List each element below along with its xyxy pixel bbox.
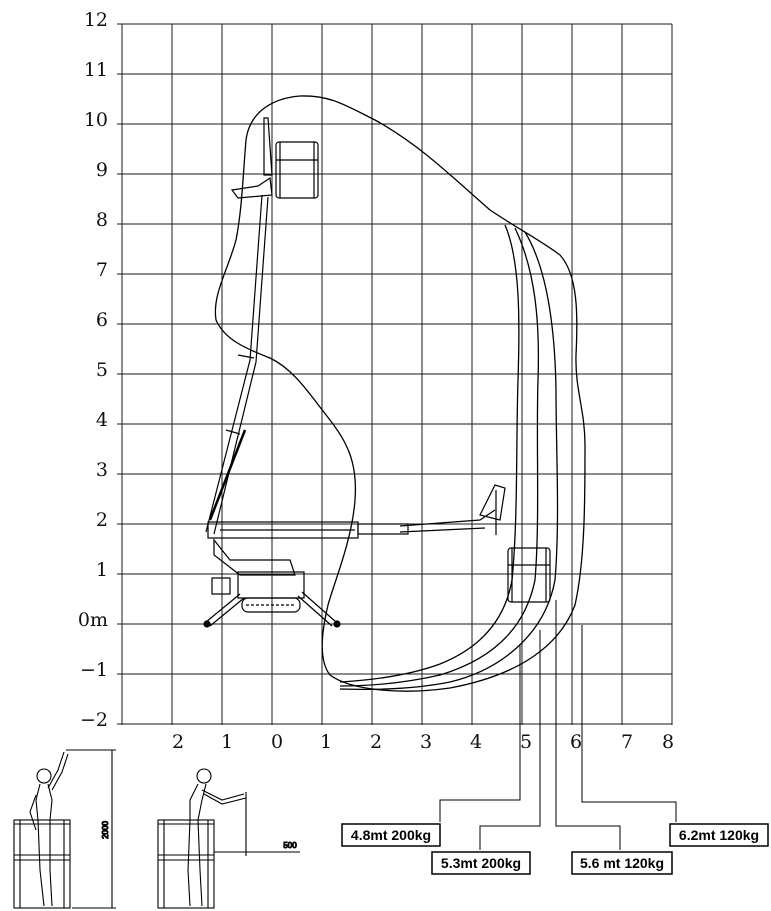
leader-5-6: [555, 600, 621, 850]
y-axis-labels: 12 11 10 9 8 7 6 5 4 3 2 1 0m −1 −2: [78, 9, 108, 731]
x-tick-8: 8: [662, 731, 674, 753]
y-tick-minus-1: −1: [80, 659, 108, 681]
x-tick-2: 2: [370, 731, 382, 753]
callout-5-3-text: 5.3mt 200kg: [441, 855, 521, 871]
callout-4-8-text: 4.8mt 200kg: [351, 827, 431, 843]
leader-6-2: [581, 625, 677, 822]
callout-4-8: 4.8mt 200kg: [341, 823, 441, 847]
y-tick-11: 11: [84, 59, 108, 81]
callout-5-3: 5.3mt 200kg: [431, 851, 531, 875]
y-tick-2: 2: [96, 509, 108, 531]
machine-track: [241, 597, 301, 613]
callout-leaders: [439, 600, 677, 850]
outrigger-right: [297, 591, 337, 627]
x-tick-6: 6: [570, 731, 582, 753]
y-tick-12: 12: [84, 9, 108, 31]
basket-horizontal: [507, 547, 551, 603]
basket-elevated: [275, 141, 319, 199]
envelope-line-5-6: [339, 231, 559, 691]
platform-basket-2: [157, 819, 215, 909]
horizontal-jib: [399, 509, 496, 533]
horizontal-boom-extension: [357, 523, 409, 535]
envelope-outer: [214, 95, 586, 692]
x-tick-5: 5: [520, 731, 532, 753]
vertical-boom: [205, 194, 269, 535]
y-tick-9: 9: [96, 159, 108, 181]
y-tick-3: 3: [96, 459, 108, 481]
x-tick-0: 0: [271, 731, 283, 753]
y-tick-10: 10: [84, 109, 108, 131]
x-axis-labels: 2 1 0 1 2 3 4 5 6 7 8: [172, 731, 674, 753]
x-tick-3: 3: [420, 731, 432, 753]
control-box: [211, 577, 231, 595]
x-tick-left-1: 1: [221, 731, 233, 753]
y-tick-5: 5: [96, 359, 108, 381]
platform-basket-1: [13, 819, 71, 909]
envelope-line-4-8: [339, 224, 520, 683]
x-tick-1: 1: [320, 731, 332, 753]
callout-5-6-text: 5.6 mt 120kg: [580, 855, 664, 871]
leader-4-8: [439, 645, 521, 822]
height-dimension-label: 2000: [101, 821, 110, 839]
y-tick-4: 4: [96, 409, 108, 431]
callout-6-2-text: 6.2mt 120kg: [679, 827, 759, 843]
y-tick-0m: 0m: [78, 609, 108, 631]
y-tick-1: 1: [96, 559, 108, 581]
envelope-line-5-3: [339, 227, 540, 687]
aerial-platform-machine: [203, 117, 551, 628]
machine-chassis: [237, 571, 305, 599]
machine-turret: [213, 538, 296, 576]
outrigger-left: [205, 593, 245, 627]
y-tick-7: 7: [96, 259, 108, 281]
operator-figure-height: 2000: [13, 749, 116, 909]
x-tick-left-2: 2: [172, 731, 184, 753]
callout-5-6: 5.6 mt 120kg: [571, 851, 673, 875]
leader-5-3: [479, 630, 541, 850]
x-tick-7: 7: [621, 731, 633, 753]
working-envelope: [214, 95, 586, 692]
y-tick-minus-2: −2: [80, 709, 108, 731]
callout-6-2: 6.2mt 120kg: [669, 823, 769, 847]
x-tick-4: 4: [470, 731, 482, 753]
y-tick-6: 6: [96, 309, 108, 331]
grid: [117, 23, 673, 725]
operator-figure-reach: 500: [157, 768, 300, 909]
y-tick-8: 8: [96, 209, 108, 231]
reach-dimension-label: 500: [283, 841, 297, 850]
